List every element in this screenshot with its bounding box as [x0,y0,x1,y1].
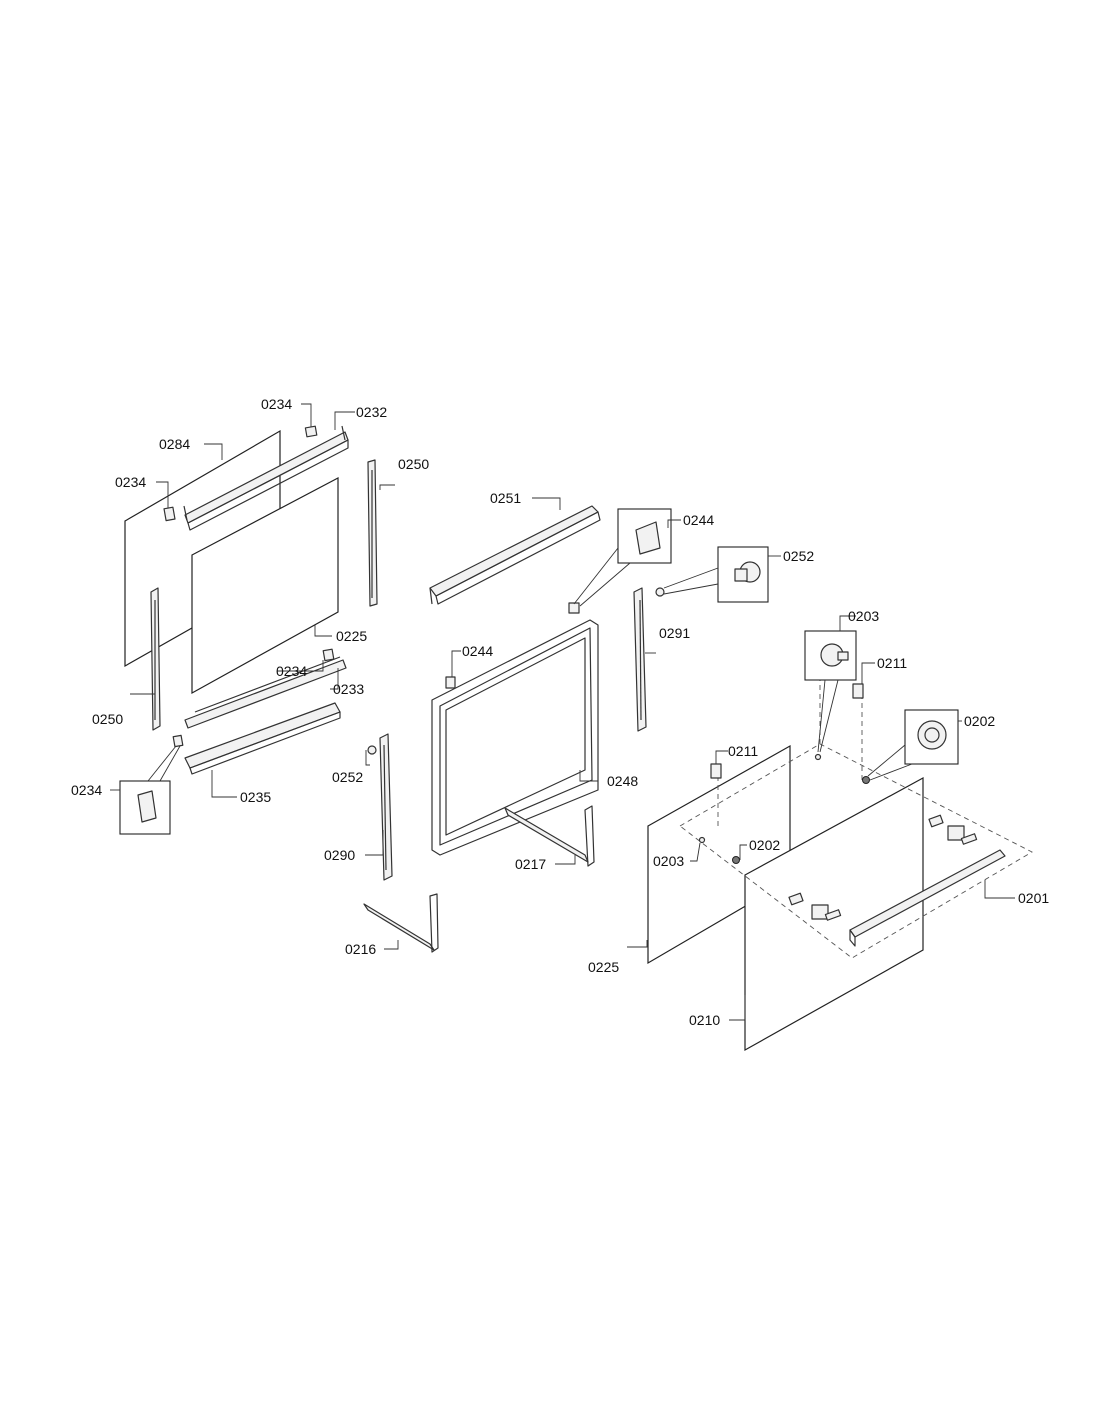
part-glass-clip-0234-b [163,506,176,522]
callout-0244-spacer-detail [573,508,672,607]
part-screw-0252-upper [655,587,665,597]
label-0233: 0233 [333,681,364,697]
label-0234-left: 0234 [115,474,146,490]
part-bottom-trim-profile-0233 [184,656,347,729]
part-fasteners [698,753,870,864]
part-side-profile-0291 [633,587,647,732]
label-0210: 0210 [689,1012,720,1028]
part-hinge-0216 [363,893,439,953]
part-spacer-0244-upper [568,602,580,614]
part-top-trim-profile-0232 [183,425,349,531]
label-0284: 0284 [159,436,190,452]
label-0252-upper: 0252 [783,548,814,564]
part-hinge-plate-0211-left [710,763,722,779]
part-spacer-0244-lower [445,676,456,689]
label-0291: 0291 [659,625,690,641]
part-hinge-bracket-0217 [504,805,595,867]
label-0202-lower: 0202 [749,837,780,853]
label-0290: 0290 [324,847,355,863]
label-0202-upper: 0202 [964,713,995,729]
label-0216: 0216 [345,941,376,957]
callout-0202-knob-detail [867,709,959,781]
part-top-profile-0251 [429,505,601,605]
label-0203-lower: 0203 [653,853,684,869]
label-0225-left: 0225 [336,628,367,644]
part-side-profile-0290 [379,733,393,881]
part-labels: 0234 0232 0284 0250 0234 0251 0244 0252 … [71,396,1049,1028]
label-0250-upper: 0250 [398,456,429,472]
part-hinge-plate-0211-right [852,683,864,699]
label-0248: 0248 [607,773,638,789]
part-glass-clip-0234-c [322,648,335,662]
label-0244-lower: 0244 [462,643,493,659]
part-bottom-rail-0235 [184,702,341,775]
part-side-profile-0250-left [150,587,161,731]
label-0234-middle: 0234 [276,663,307,679]
part-inner-glass-panel-0225 [191,477,339,695]
part-side-profile-0250-right [367,459,378,607]
label-0211-lower: 0211 [728,743,758,759]
label-0252-lower: 0252 [332,769,363,785]
part-inner-door-frame-0248 [431,619,599,856]
part-dashed-assembly-outline [679,640,1033,959]
callout-0252-screw-detail [663,546,769,603]
label-0250-lower: 0250 [92,711,123,727]
label-0251: 0251 [490,490,521,506]
label-0225-right: 0225 [588,959,619,975]
label-0234-callout: 0234 [71,782,102,798]
label-0234-top: 0234 [261,396,292,412]
callout-0203-knob-detail [804,630,857,753]
label-0217: 0217 [515,856,546,872]
part-glass-clip-0234-a [304,425,318,438]
label-0203-upper: 0203 [848,608,879,624]
label-0244-upper: 0244 [683,512,714,528]
label-0211-upper: 0211 [877,655,907,671]
part-screw-0252-small [367,745,377,755]
label-0232: 0232 [356,404,387,420]
part-glass-clip-0234-d [172,734,184,748]
label-0201: 0201 [1018,890,1049,906]
part-handle-mounts [788,814,978,921]
callout-0234-clip-detail [119,745,181,835]
label-0235: 0235 [240,789,271,805]
leader-lines [110,403,1015,1021]
part-handle-bar-0201 [849,849,1006,947]
